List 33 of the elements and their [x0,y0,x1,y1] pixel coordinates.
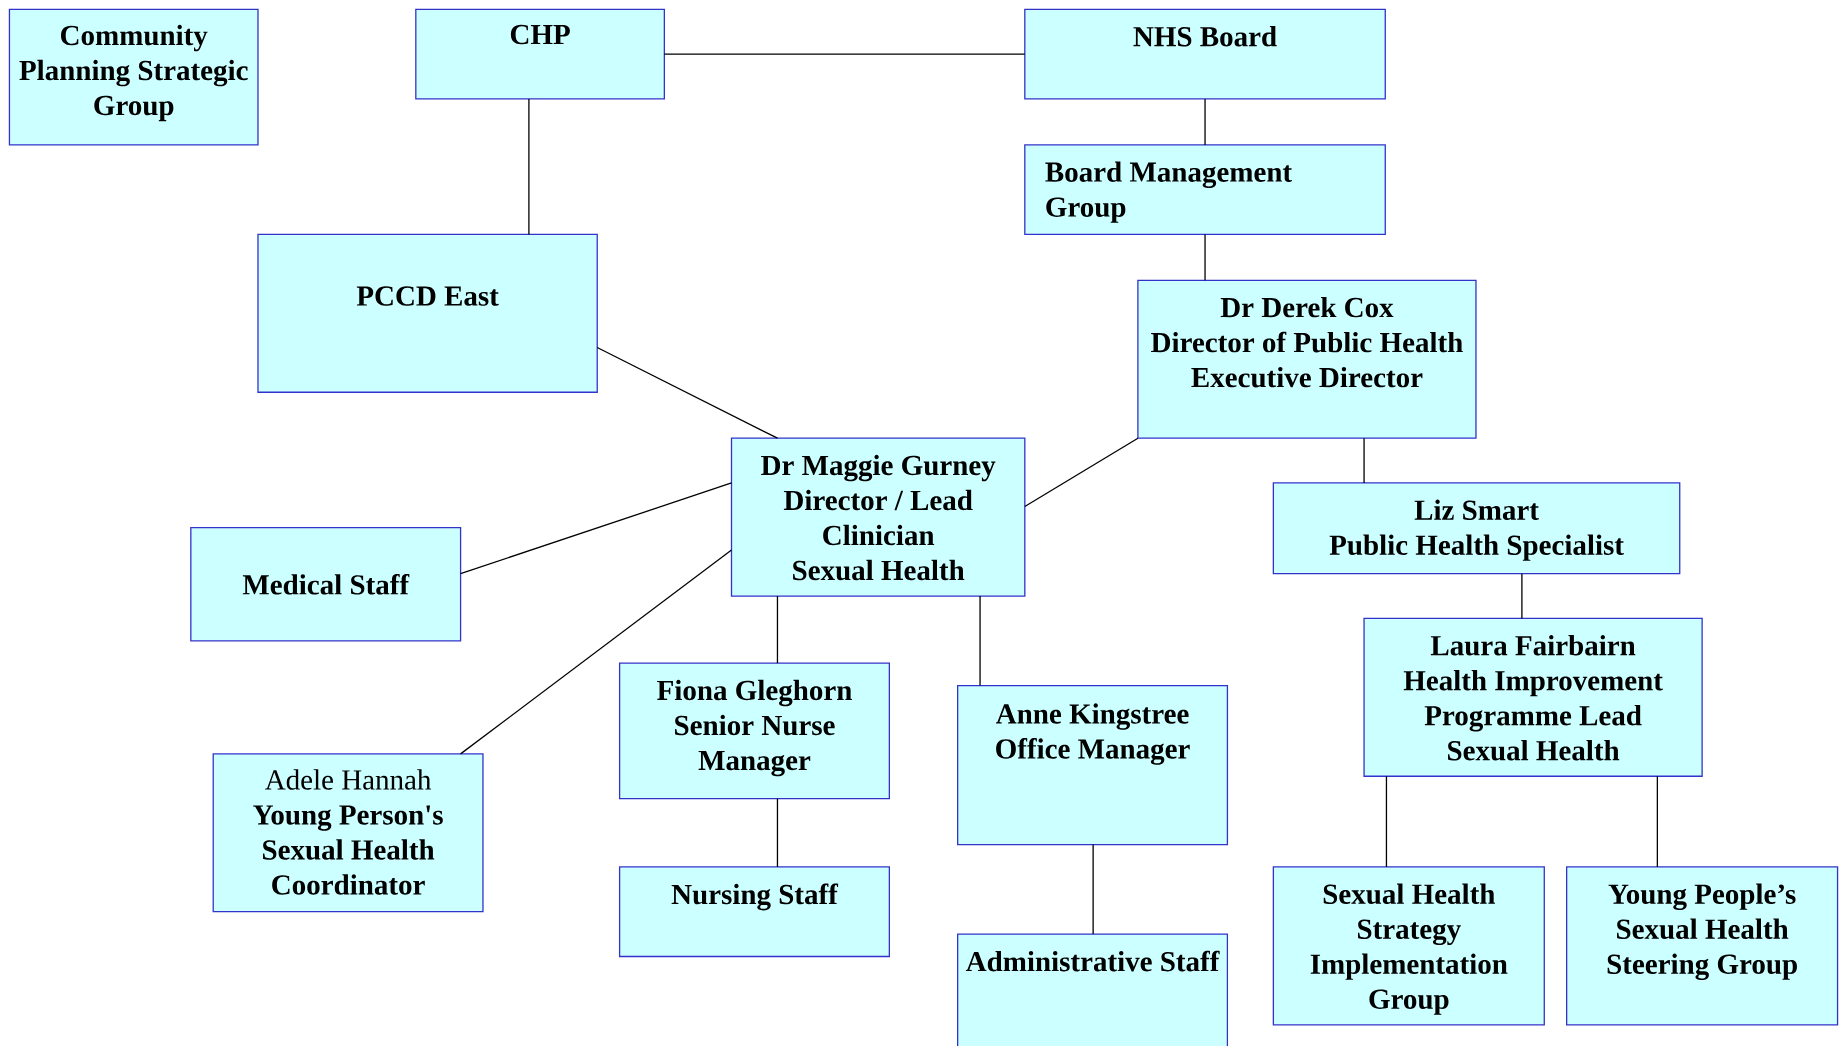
org-box: CHP [415,8,665,100]
connector-line [1024,437,1139,508]
org-box: Fiona Gleghorn Senior Nurse Manager [618,662,890,800]
connector-line [459,482,733,575]
org-box: Liz Smart Public Health Specialist [1272,482,1681,575]
connector-line [528,98,530,236]
connector-line [979,595,981,687]
connector-line [776,595,779,664]
org-box: Medical Staff [190,527,462,642]
org-box: Dr Derek Cox Director of Public Health Executive Director [1137,279,1477,439]
connector-line [776,798,779,868]
org-box: Sexual Health Strategy Implementation Group [1272,866,1545,1026]
connector-line [1204,233,1206,281]
org-box: Community Planning Strategic Group [8,8,259,146]
org-box: Anne Kingstree Office Manager [957,684,1229,846]
connector-line [1204,98,1206,146]
org-box: Board Management Group [1024,144,1386,236]
org-box: NHS Board [1024,8,1386,100]
connector-line [1363,437,1365,484]
connector-line [1521,573,1523,620]
org-box: Adele Hannah Young Person's Sexual Health Coordinator [212,753,484,913]
org-box: PCCD East [257,233,598,393]
connector-line [459,549,733,755]
connector-line [596,346,779,439]
connector-line [1385,775,1388,868]
org-box: Dr Maggie Gurney Director / Lead Clinician Sexual Health [730,437,1026,597]
org-box: Nursing Staff [618,866,890,958]
org-box: Administrative Staff [957,933,1229,1046]
connector-line [1656,775,1658,868]
connector-line [1092,843,1094,935]
org-box: Young People’s Sexual Health Steering Group [1566,866,1839,1026]
org-box: Laura Fairbairn Health Improvement Programme Lead Sexual Health [1363,617,1703,777]
connector-line [663,53,1026,55]
